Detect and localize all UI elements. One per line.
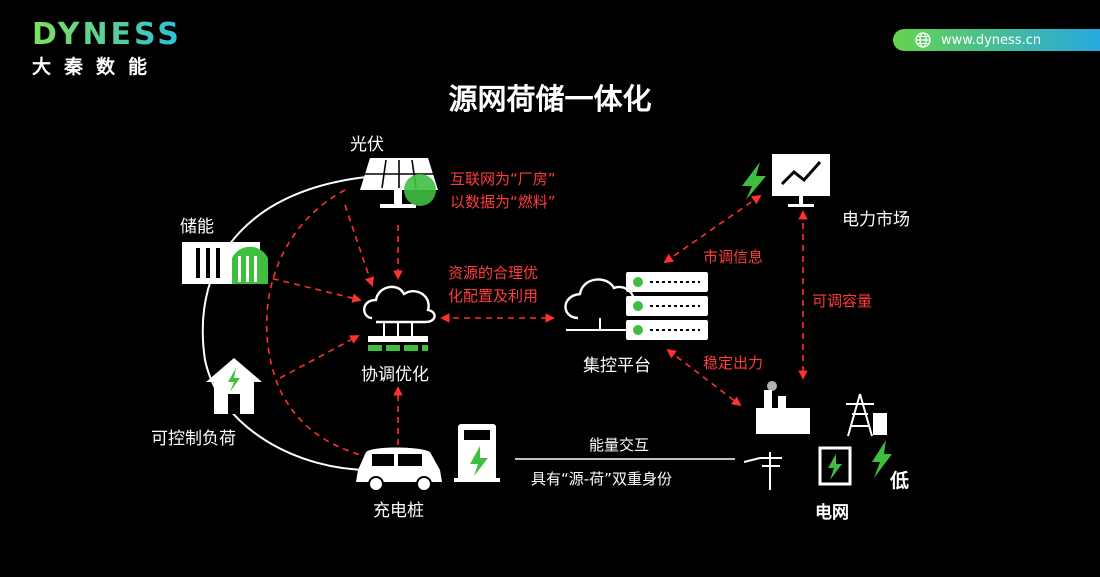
resource-line-2: 化配置及利用 (448, 287, 539, 305)
power-market-icon (742, 154, 830, 207)
white-ring-arc (201, 174, 396, 471)
grid-lightning-icon (872, 440, 892, 478)
energy-exchange-label: 能量交互 (589, 436, 650, 454)
grid-label: 电网 (815, 503, 849, 523)
smart-meter-icon (818, 446, 852, 486)
internet-annotation: 互联网为“厂房” 以数据为“燃料” (450, 168, 556, 214)
house-load-icon (206, 358, 262, 414)
globe-icon (915, 32, 931, 48)
red-inner-arc (265, 189, 361, 456)
control-platform-icon (564, 272, 708, 340)
internet-line-1: 互联网为“厂房” (450, 170, 556, 188)
resource-line-1: 资源的合理优 (448, 264, 539, 282)
charging-station-icon (454, 424, 500, 482)
control-platform-label: 集控平台 (583, 356, 651, 376)
market-info-annotation: 市调信息 (703, 248, 764, 266)
storage-label: 储能 (180, 217, 214, 237)
coordination-hub-icon (363, 285, 436, 351)
dual-identity-label: 具有“源-荷”双重身份 (531, 470, 672, 488)
solar-panel-icon (360, 158, 438, 208)
storage-container-icon (182, 242, 268, 284)
resource-annotation: 资源的合理优 化配置及利用 (448, 262, 538, 308)
internet-line-2: 以数据为“燃料” (450, 193, 556, 211)
stable-output-annotation: 稳定出力 (703, 354, 764, 372)
transmission-tower-icon (846, 393, 887, 437)
brand-subtitle: 大秦数能 (32, 56, 161, 78)
coordination-label: 协调优化 (361, 365, 429, 385)
page-title: 源网荷储一体化 (448, 82, 652, 116)
arrow-platform-grid (666, 348, 742, 407)
arrow-solar-storage-hub (344, 204, 375, 287)
utility-pole-icon (743, 452, 782, 490)
arrow-load-hub (279, 335, 360, 379)
low-label: 低 (890, 470, 910, 492)
brand-wordmark: DYNESS (32, 17, 182, 52)
website-badge[interactable]: www.dyness.cn (893, 29, 1100, 51)
website-url: www.dyness.cn (941, 32, 1042, 48)
car-icon (356, 447, 442, 492)
power-plant-icon (756, 381, 810, 434)
arrow-storage-hub (261, 275, 362, 303)
load-label: 可控制负荷 (151, 429, 236, 449)
brand-logo: DYNESS 大秦数能 (32, 20, 182, 79)
adjustable-capacity-annotation: 可调容量 (812, 292, 873, 310)
power-market-label: 电力市场 (842, 210, 910, 230)
charging-label: 充电桩 (373, 501, 424, 521)
arrow-platform-market (663, 194, 762, 264)
solar-label: 光伏 (350, 135, 384, 155)
